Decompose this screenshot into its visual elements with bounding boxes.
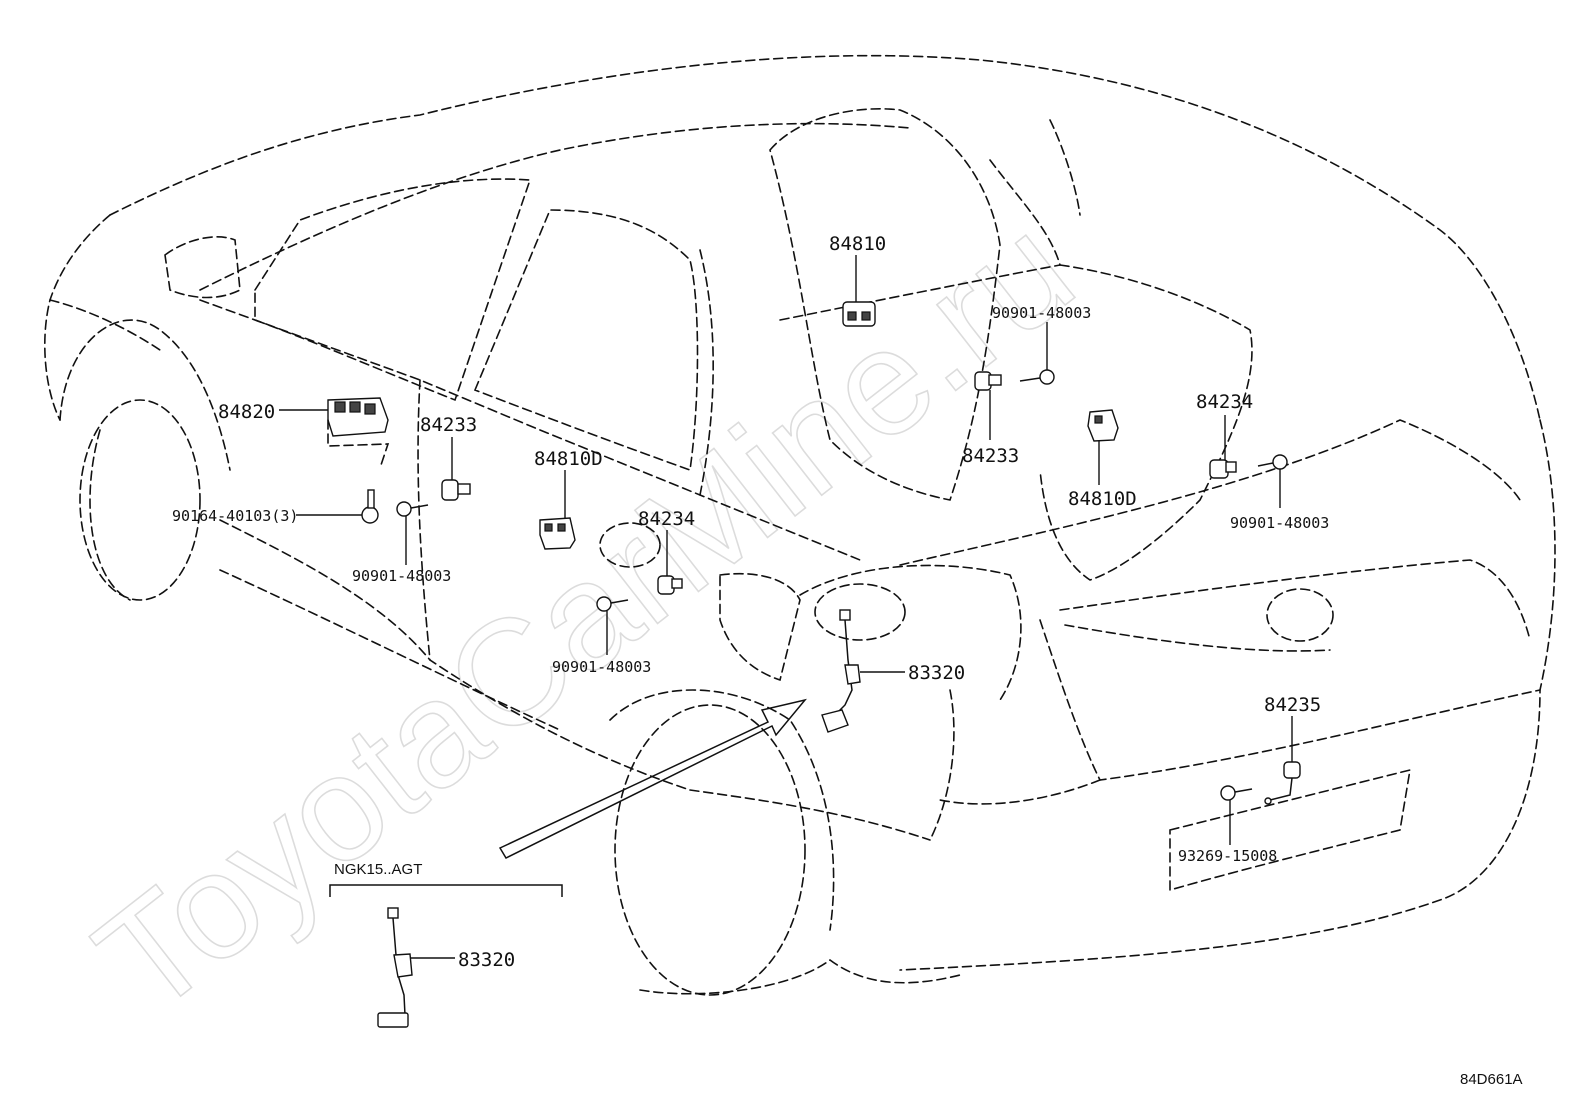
label-84810D-center: 84810D xyxy=(534,448,603,470)
lock-84810D-right-icon xyxy=(1087,409,1119,442)
fuel-sender-83320-inset-icon xyxy=(377,907,413,1028)
label-84233-left: 84233 xyxy=(420,414,477,436)
label-90164: 90164-40103(3) xyxy=(172,507,298,525)
switch-84233-right-icon xyxy=(974,371,1002,391)
label-90901-upper: 90901-48003 xyxy=(992,304,1091,322)
switch-84234-center-icon xyxy=(657,575,683,595)
screw-90901-upper-icon xyxy=(1019,369,1055,385)
diagram-code: 84D661A xyxy=(1460,1071,1523,1088)
label-93269: 93269-15008 xyxy=(1178,847,1277,865)
label-83320-main: 83320 xyxy=(908,662,965,684)
fuel-sender-83320-icon xyxy=(821,609,861,733)
switch-84235-icon xyxy=(1264,761,1301,805)
variant-bracket xyxy=(329,884,563,897)
sensor-84810-roof-icon xyxy=(842,301,876,327)
pointer-arrow xyxy=(498,698,807,859)
screw-90901-right-icon xyxy=(1257,454,1288,470)
label-90901-left: 90901-48003 xyxy=(352,567,451,585)
label-90901-right: 90901-48003 xyxy=(1230,514,1329,532)
car-outline xyxy=(44,54,1556,996)
screw-90901-left-icon xyxy=(396,501,429,517)
label-84234-right: 84234 xyxy=(1196,391,1253,413)
watermark-text: ToyotaCarMine.ru xyxy=(66,184,1102,1045)
label-84810D-right: 84810D xyxy=(1068,488,1137,510)
variant-note: NGK15..AGT xyxy=(334,861,422,878)
switch-84233-left-icon xyxy=(441,479,471,501)
lock-84810D-center-icon xyxy=(539,517,576,550)
label-84810-roof: 84810 xyxy=(829,233,886,255)
label-84234-center: 84234 xyxy=(638,508,695,530)
switch-84820-icon xyxy=(327,397,390,469)
screw-90901-center-icon xyxy=(596,596,629,612)
label-84820: 84820 xyxy=(218,401,275,423)
label-84233-right: 84233 xyxy=(962,445,1019,467)
switch-84234-right-icon xyxy=(1209,459,1237,479)
label-83320-inset: 83320 xyxy=(458,949,515,971)
screw-93269-icon xyxy=(1220,785,1253,801)
label-84235: 84235 xyxy=(1264,694,1321,716)
label-90901-center: 90901-48003 xyxy=(552,658,651,676)
screw-90164-icon xyxy=(361,489,379,524)
